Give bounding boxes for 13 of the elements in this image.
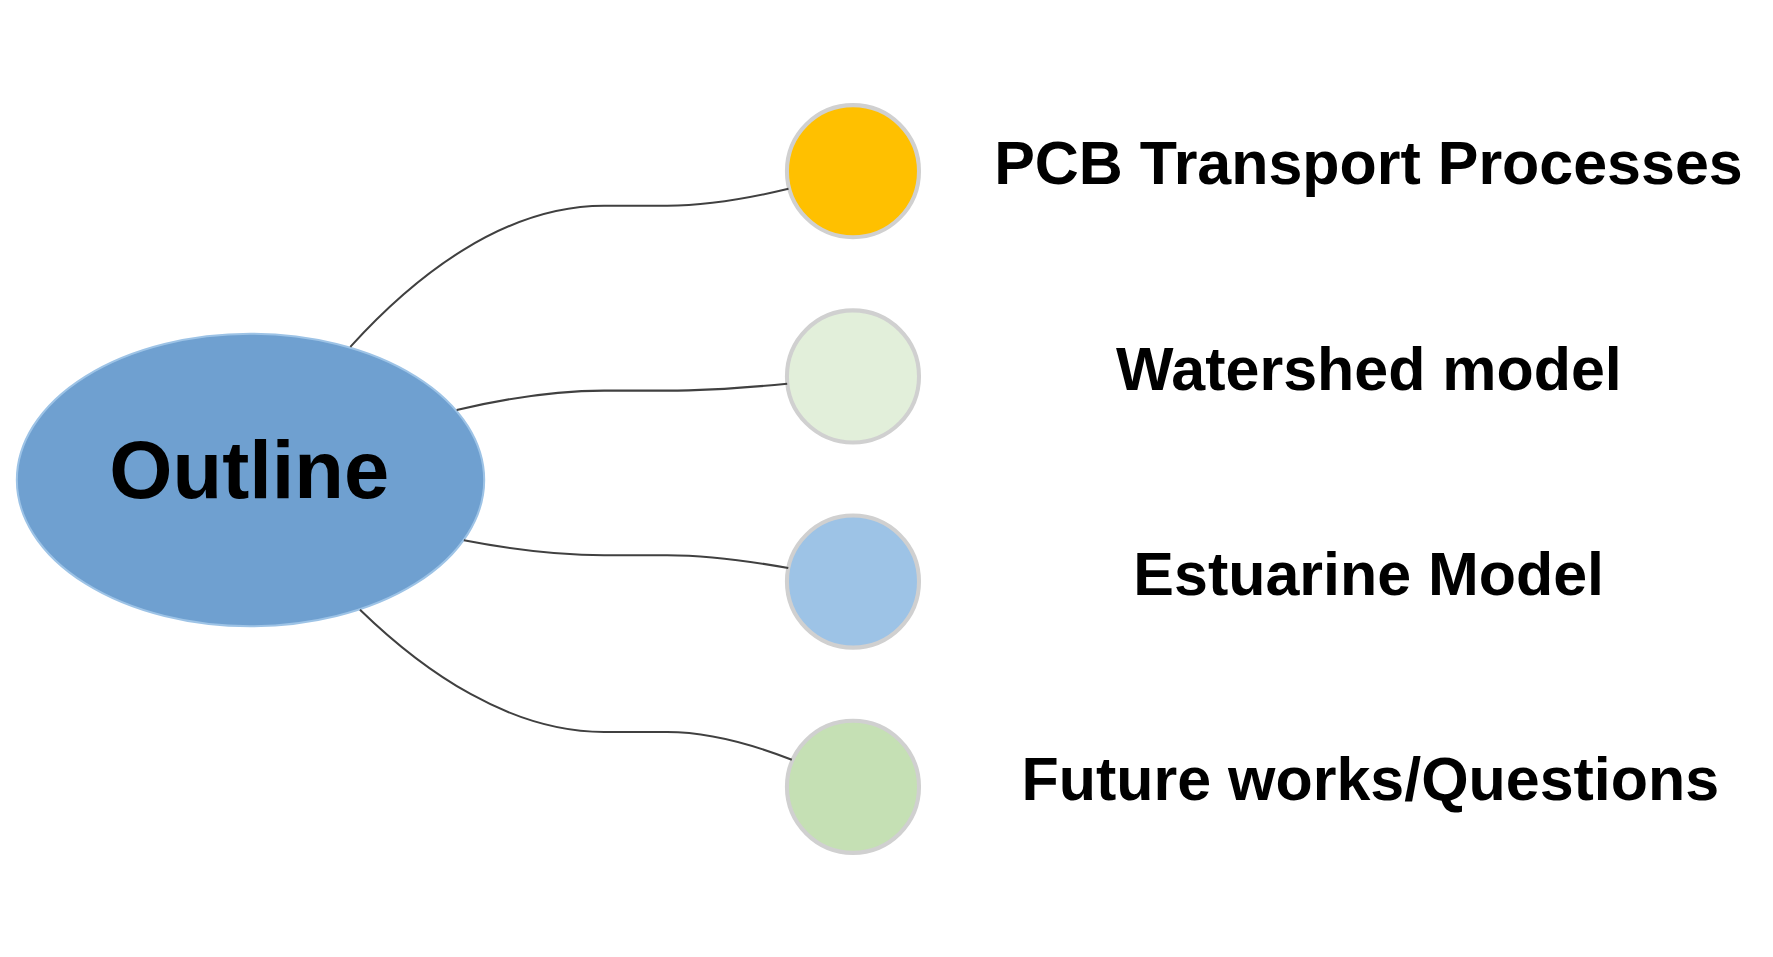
- connector: [359, 608, 793, 761]
- node-label: Watershed model: [1116, 334, 1622, 403]
- node-circle: [784, 102, 922, 239]
- node-label: Estuarine Model: [1133, 539, 1605, 608]
- node-label: Future works/Questions: [1021, 744, 1720, 813]
- connector: [349, 187, 789, 348]
- node-ellipse: Outline: [15, 332, 486, 627]
- node-circle: [784, 718, 922, 855]
- connector: [456, 382, 788, 411]
- connector: [463, 538, 789, 569]
- node-circle: [784, 307, 922, 444]
- node-label: PCB Transport Processes: [994, 128, 1743, 197]
- node-circle: [784, 513, 922, 650]
